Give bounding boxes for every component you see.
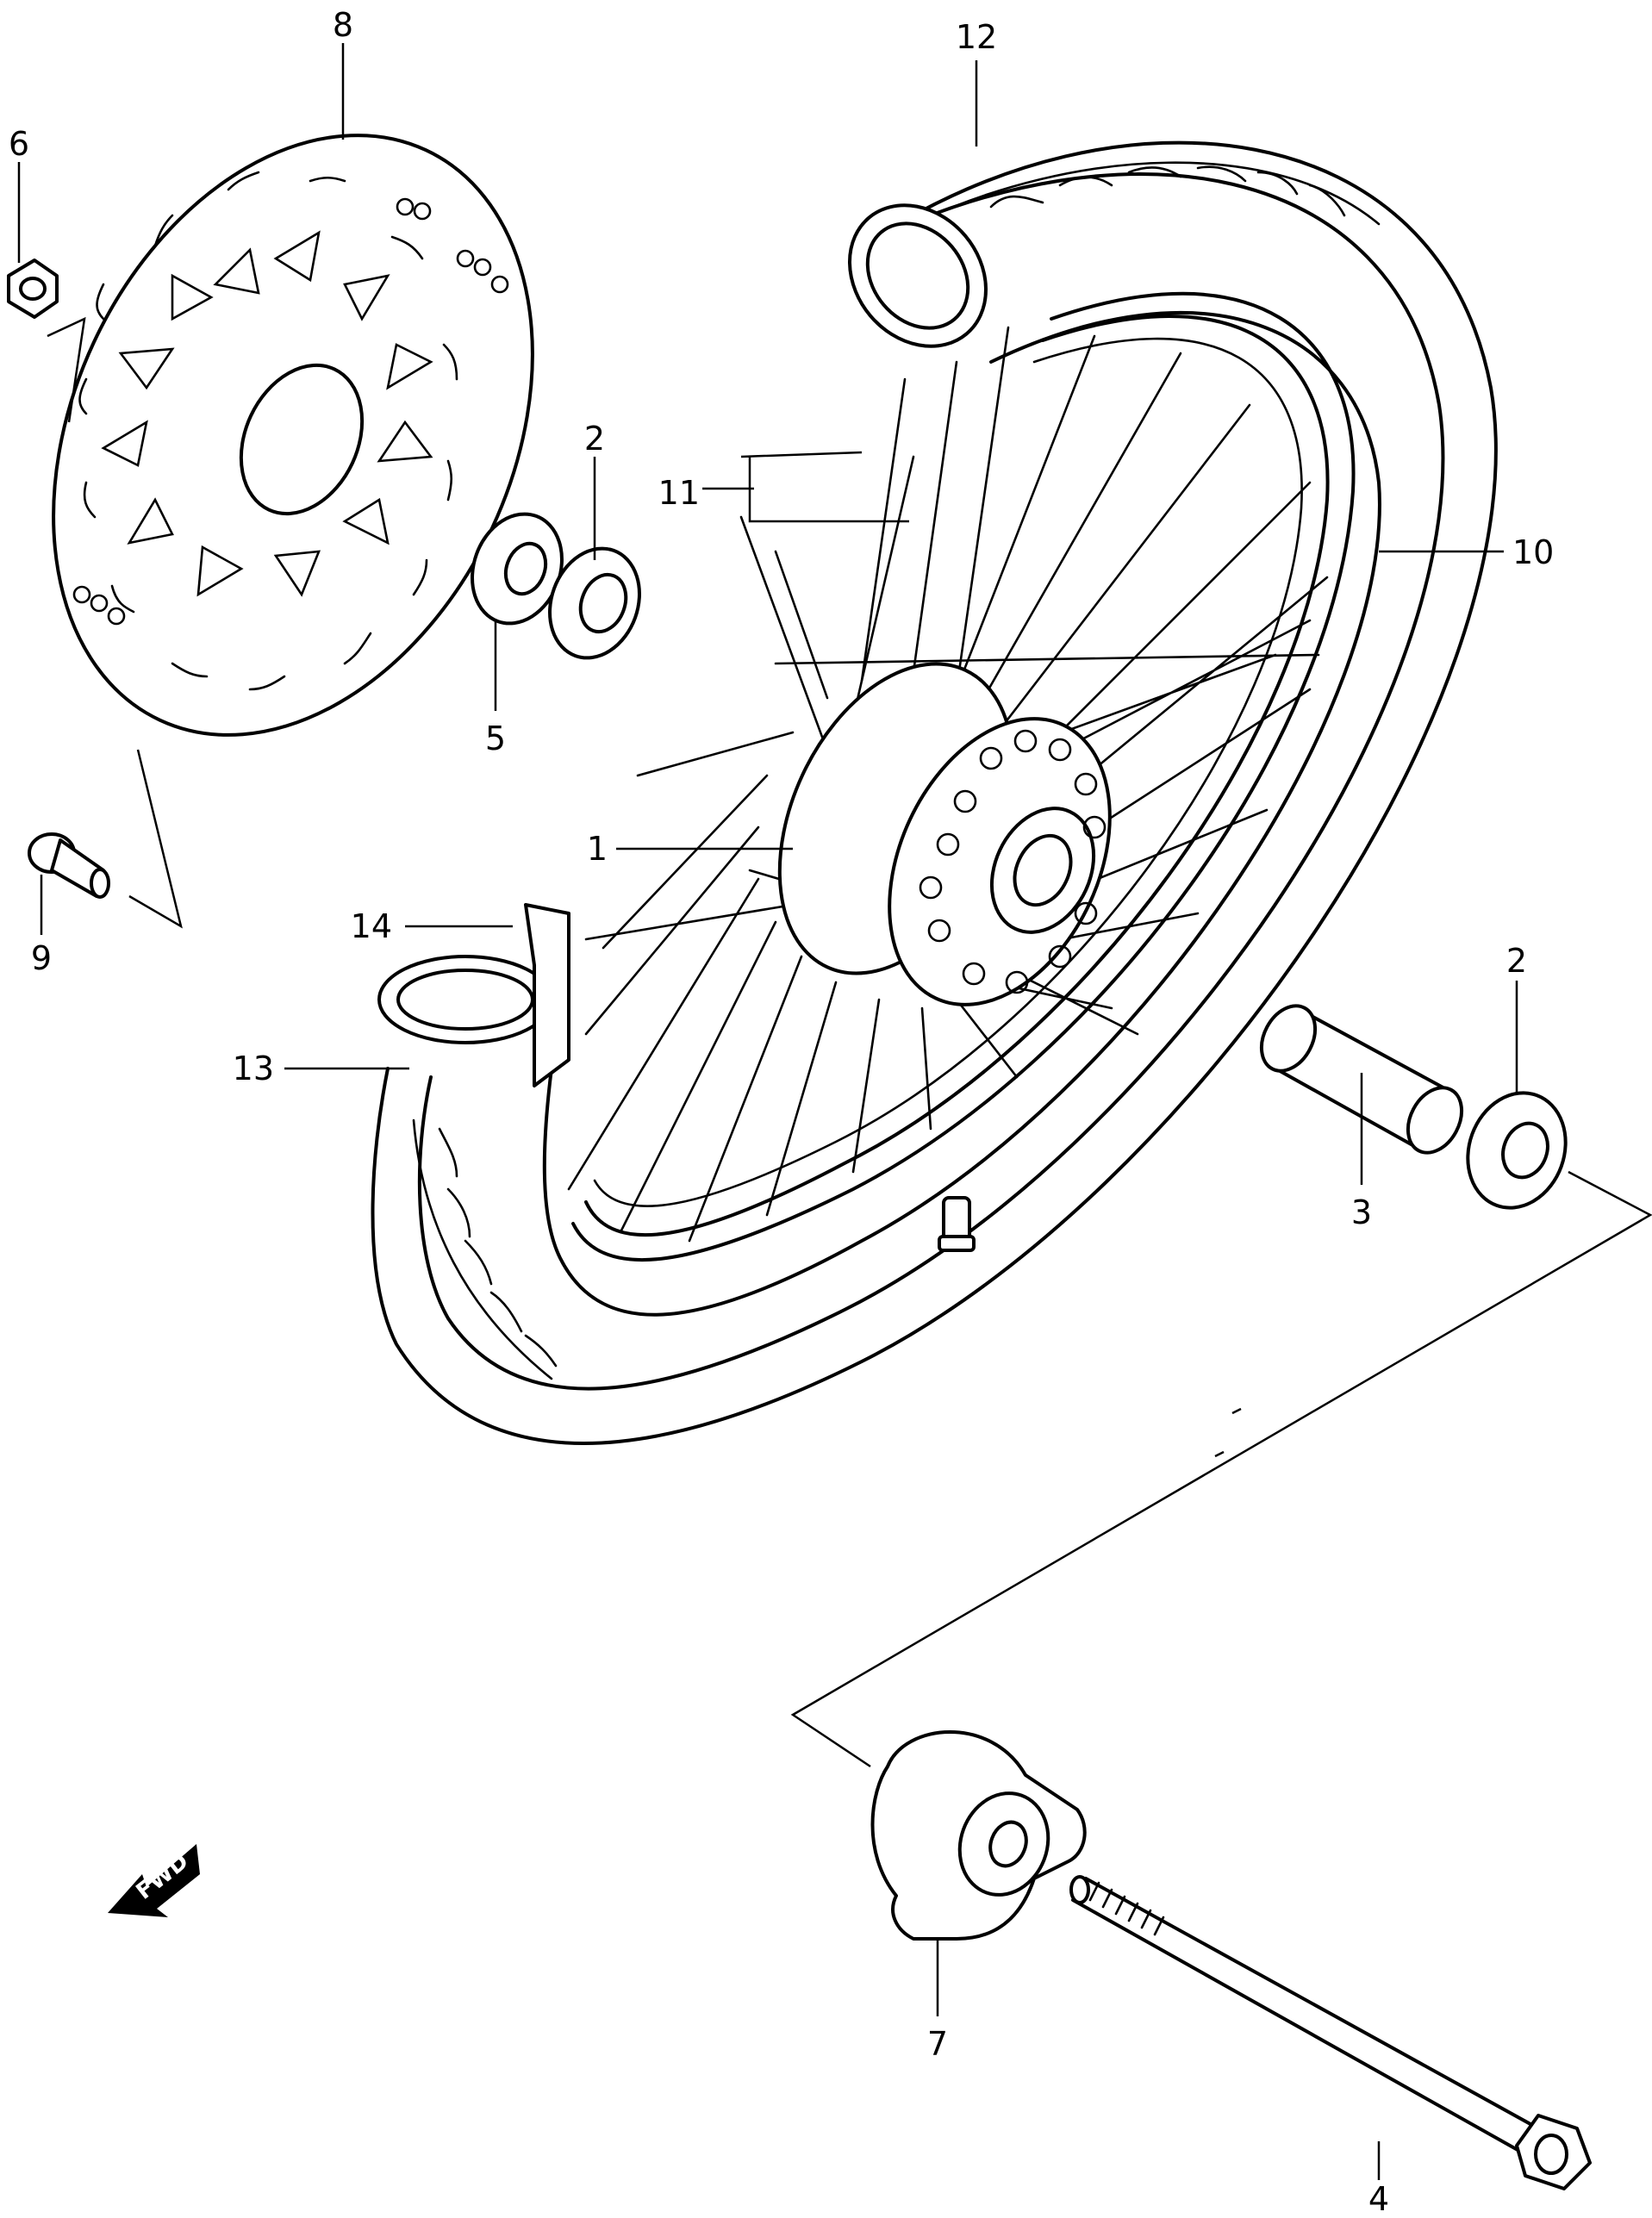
callout-1: 1 xyxy=(587,830,608,868)
callout-6: 6 xyxy=(9,125,29,163)
callout-7: 7 xyxy=(927,2025,948,2063)
callout-3: 3 xyxy=(1351,1193,1372,1231)
collar-7-drawing xyxy=(870,1730,1087,1941)
callout-8: 8 xyxy=(333,6,353,44)
bearing-2-right-drawing xyxy=(1466,1091,1568,1210)
bolt-9-drawing xyxy=(28,832,110,899)
callout-9: 9 xyxy=(31,939,52,977)
brake-disc-drawing xyxy=(52,134,534,737)
fwd-arrow-icon: FWD xyxy=(108,1844,200,1917)
bearing-2-top-drawing xyxy=(548,546,641,660)
valve-drawing xyxy=(938,1196,976,1252)
axle-4-drawing xyxy=(1069,1875,1592,2190)
nut-6-drawing xyxy=(7,259,59,319)
callout-5: 5 xyxy=(485,720,506,757)
callout-2-top: 2 xyxy=(584,420,605,458)
callout-11: 11 xyxy=(658,474,700,512)
assembly-lines xyxy=(47,316,1652,1768)
leader-lines xyxy=(17,43,1518,2180)
callout-13: 13 xyxy=(233,1050,274,1087)
hub-drawing xyxy=(777,662,1112,1006)
callout-2-right: 2 xyxy=(1506,942,1527,980)
rim-drawing xyxy=(571,291,1356,1262)
callout-4: 4 xyxy=(1368,2180,1389,2218)
callout-12: 12 xyxy=(956,18,997,56)
tire-drawing xyxy=(371,140,1498,1445)
callout-10: 10 xyxy=(1512,533,1554,571)
callout-labels: 8 6 2 5 12 11 10 1 14 13 2 3 9 7 4 xyxy=(9,6,1554,2218)
callout-14: 14 xyxy=(351,907,392,945)
